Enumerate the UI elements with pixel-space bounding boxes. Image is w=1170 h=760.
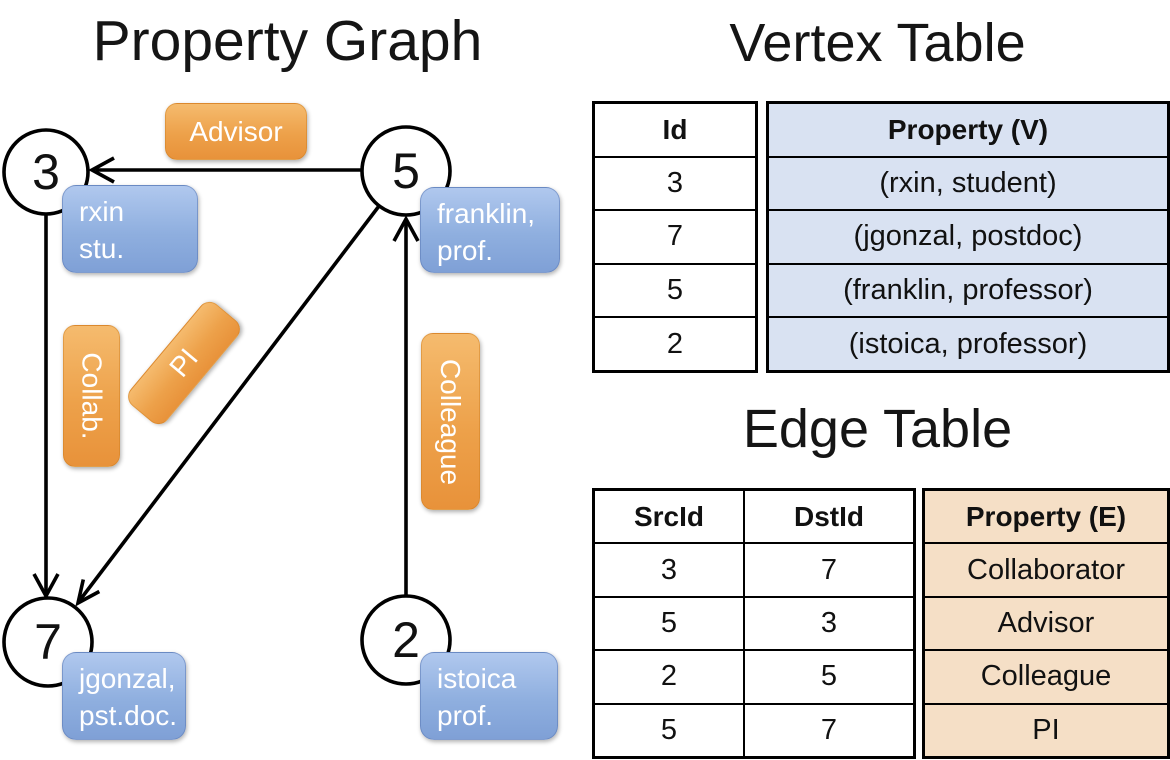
table-row: 2: [595, 316, 755, 370]
edge-advisor-arrowhead: [88, 156, 115, 184]
table-row: (rxin, student): [769, 155, 1167, 210]
table-row: 5 3: [595, 595, 913, 650]
edge-dstid-cell: 7: [820, 553, 838, 586]
table-row: 2 5: [595, 649, 913, 703]
vertex-property-cell: (istoica, professor): [848, 327, 1088, 360]
table-row: Colleague: [925, 649, 1167, 702]
vertex-property-line: prof.: [437, 699, 494, 731]
edge-label-text: Advisor: [189, 115, 283, 147]
edge-label-text: PI: [163, 342, 204, 383]
vertex-property-line: istoica: [437, 663, 517, 694]
edge-label-colleague: Colleague: [421, 333, 480, 510]
vertex-property-line: stu.: [79, 232, 125, 264]
edge-table-id-columns: SrcId DstId 3 7 5 3 2 5 5 7: [592, 488, 916, 759]
vertex-property-line: rxin: [79, 196, 125, 227]
table-row: (jgonzal, postdoc): [769, 209, 1167, 263]
vertex-table-property-header: Property (V): [887, 113, 1049, 145]
table-header-row: Property (V): [769, 104, 1167, 156]
table-row: (franklin, professor): [769, 262, 1167, 317]
vertex-table-property-column: Property (V) (rxin, student) (jgonzal, p…: [766, 101, 1170, 373]
edge-dstid-cell: 7: [820, 713, 838, 746]
table-row: 3 7: [595, 542, 913, 596]
edge-table-dstid-header: DstId: [794, 500, 864, 532]
node-id-2: 2: [392, 612, 420, 668]
edge-pi-arrowhead: [75, 579, 101, 607]
table-row: Collaborator: [925, 542, 1167, 595]
vertex-property-line: pst.doc.: [79, 699, 178, 731]
edge-label-collaborator: Collab.: [63, 325, 120, 467]
edge-dstid-cell: 3: [820, 607, 838, 640]
table-row: Advisor: [925, 595, 1167, 649]
table-header-row: Id: [595, 104, 755, 156]
edge-property-cell: PI: [1032, 713, 1060, 746]
edge-table-property-header: Property (E): [965, 500, 1127, 532]
property-graph-title: Property Graph: [92, 9, 483, 73]
edge-srcid-cell: 3: [595, 544, 745, 596]
edge-label-text: Colleague: [435, 358, 467, 485]
edge-table-property-column: Property (E) Collaborator Advisor Collea…: [922, 488, 1170, 759]
edge-label-text: Collab.: [76, 352, 108, 440]
node-id-7: 7: [34, 614, 62, 670]
edge-dstid-cell: 5: [820, 660, 838, 693]
table-header-row: Property (E): [925, 491, 1167, 542]
table-row: 3: [595, 155, 755, 210]
edge-property-cell: Colleague: [980, 660, 1112, 693]
vertex-property-box-7: jgonzal, pst.doc.: [62, 652, 186, 740]
edge-property-cell: Collaborator: [967, 553, 1125, 586]
vertex-property-line: franklin,: [437, 198, 536, 229]
node-id-3: 3: [32, 144, 60, 200]
vertex-table-id-column: Id 3 7 5 2: [592, 101, 758, 373]
vertex-property-line: jgonzal,: [79, 663, 176, 694]
edge-label-advisor: Advisor: [165, 103, 307, 160]
edge-table-title: Edge Table: [742, 399, 1013, 459]
edge-srcid-cell: 5: [595, 704, 745, 757]
vertex-property-box-2: istoica prof.: [420, 652, 558, 740]
vertex-property-cell: (franklin, professor): [843, 274, 1093, 307]
edge-table-srcid-header: SrcId: [595, 491, 745, 543]
table-row: 5 7: [595, 702, 913, 757]
vertex-property-cell: (jgonzal, postdoc): [853, 220, 1083, 253]
edge-colleague-arrowhead: [392, 215, 420, 242]
edge-property-cell: Advisor: [997, 607, 1095, 640]
vertex-id-cell: 5: [666, 274, 684, 307]
vertex-property-cell: (rxin, student): [879, 166, 1057, 199]
node-id-5: 5: [392, 143, 420, 199]
vertex-table-title: Vertex Table: [729, 13, 1026, 73]
table-row: (istoica, professor): [769, 316, 1167, 370]
table-header-row: SrcId DstId: [595, 491, 913, 543]
vertex-table-id-header: Id: [662, 113, 688, 145]
vertex-id-cell: 3: [666, 166, 684, 199]
edge-srcid-cell: 2: [595, 651, 745, 703]
vertex-id-cell: 7: [666, 220, 684, 253]
vertex-property-box-3: rxin stu.: [62, 185, 198, 273]
table-row: PI: [925, 702, 1167, 756]
table-row: 5: [595, 262, 755, 317]
vertex-property-box-5: franklin, prof.: [420, 187, 560, 273]
vertex-id-cell: 2: [666, 327, 684, 360]
edge-pi-line: [78, 204, 381, 602]
edge-srcid-cell: 5: [595, 597, 745, 650]
table-row: 7: [595, 209, 755, 263]
edge-collaborator-arrowhead: [32, 573, 60, 600]
vertex-property-line: prof.: [437, 234, 494, 266]
